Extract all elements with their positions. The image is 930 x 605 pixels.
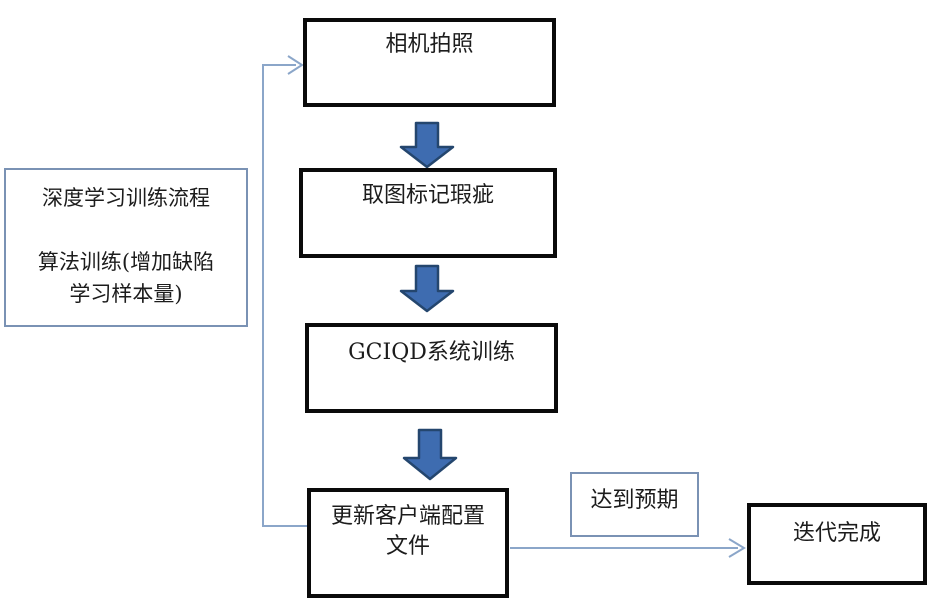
down-block-arrow-icon-2 [399, 264, 455, 313]
loop-connector-line [262, 64, 307, 527]
flow-node-camera-capture: 相机拍照 [303, 18, 556, 107]
down-block-arrow-icon-1 [399, 121, 455, 169]
done-connector-arrowhead-icon [728, 538, 746, 558]
flow-node-mark-defects: 取图标记瑕疵 [299, 168, 557, 258]
down-block-arrow-icon-3 [402, 428, 458, 481]
flow-node-gciqd-training: GCIQD系统训练 [305, 323, 558, 413]
flow-node-update-client-config: 更新客户端配置 文件 [307, 488, 509, 598]
edge-label-expectation-met: 达到预期 [570, 472, 699, 537]
loop-connector-arrowhead-icon [287, 55, 304, 75]
side-note-box: 深度学习训练流程 算法训练(增加缺陷 学习样本量) [4, 168, 248, 327]
flow-node-iteration-complete: 迭代完成 [747, 503, 927, 585]
